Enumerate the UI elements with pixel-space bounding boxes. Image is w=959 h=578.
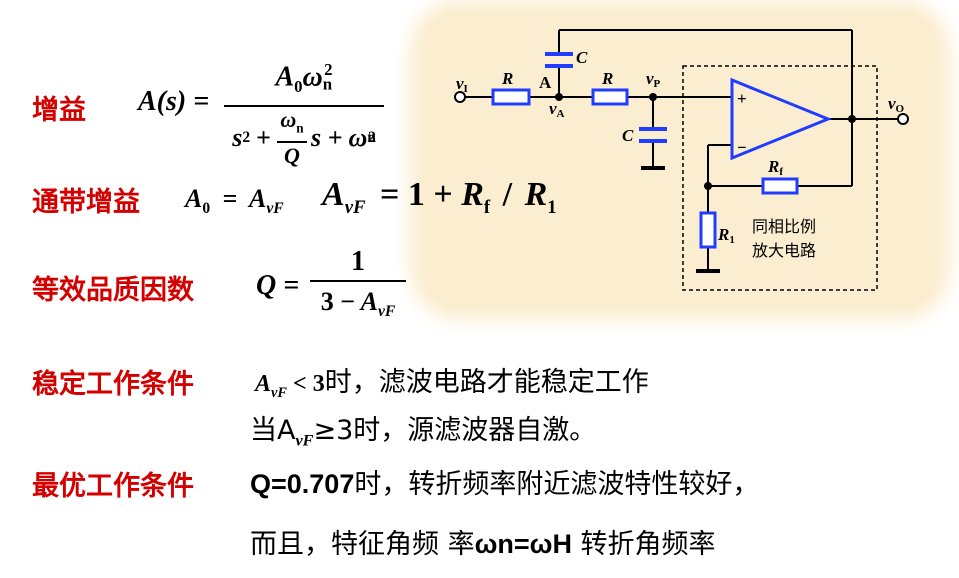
stable-line-1: AvF < 3时，滤波电路才能稳定工作: [255, 367, 649, 401]
stable-line-2: 当AvF≥3时，源滤波器自激。: [250, 415, 597, 450]
svg-text:vO: vO: [888, 94, 905, 115]
formula-as-lhs: A(s) =: [138, 86, 210, 117]
label-gain: 增益: [32, 95, 86, 126]
label-stable-condition: 稳定工作条件: [32, 369, 194, 400]
optimal-line-2: 而且，特征角频 率ωn=ωH 转折角频率: [250, 529, 716, 560]
svg-text:C: C: [576, 48, 588, 67]
resistor-r1: [699, 211, 717, 249]
optimal-line-1: Q=0.707时，转折频率附近滤波特性较好，: [250, 469, 760, 500]
formula-avf: AvF = 1 + Rf / R1: [322, 176, 557, 218]
svg-text:+: +: [737, 89, 747, 108]
svg-text:C: C: [622, 126, 634, 145]
svg-text:−: −: [737, 138, 747, 157]
svg-text:R: R: [501, 69, 513, 88]
svg-text:Rf: Rf: [767, 157, 783, 178]
svg-text:vP: vP: [646, 69, 661, 90]
formula-q-lhs: Q =: [256, 270, 300, 301]
label-passband-gain: 通带增益: [32, 187, 140, 218]
op-amp-triangle: [730, 77, 832, 161]
svg-text:vI: vI: [456, 74, 468, 95]
resistor-r-left: [491, 88, 531, 106]
formula-a0: A0 = AvF: [185, 184, 284, 218]
label-optimal-condition: 最优工作条件: [32, 471, 194, 502]
svg-text:放大电路: 放大电路: [752, 241, 816, 260]
svg-text:R1: R1: [717, 225, 735, 246]
label-q-factor: 等效品质因数: [32, 275, 194, 306]
svg-text:同相比例: 同相比例: [752, 217, 816, 236]
circuit-panel: [420, 10, 940, 310]
amplifier-dashed-box: [682, 65, 878, 291]
formula-q-fraction: 1 3 − AvF: [310, 244, 406, 332]
svg-text:R: R: [601, 69, 613, 88]
svg-text:vA: vA: [549, 99, 565, 120]
svg-text:A: A: [539, 73, 552, 92]
resistor-rf: [761, 177, 799, 195]
resistor-r-mid: [591, 88, 629, 106]
